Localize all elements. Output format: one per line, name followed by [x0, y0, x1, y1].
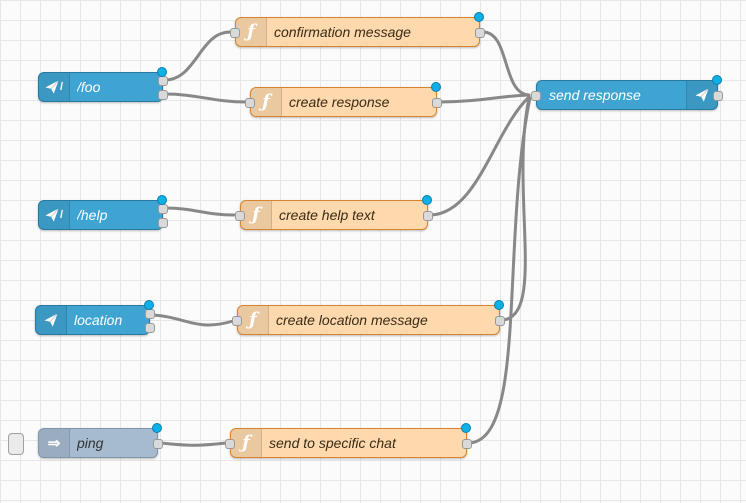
input-port[interactable] [531, 91, 541, 101]
node-label: create location message [276, 312, 428, 328]
node-label: send response [549, 87, 641, 103]
output-port[interactable] [462, 439, 472, 449]
node-label: location [74, 312, 123, 328]
output-port[interactable] [495, 316, 505, 326]
node-label: ping [77, 435, 104, 451]
output-port[interactable] [423, 211, 433, 221]
wire-send-to-specific-chat-to-send-response[interactable] [468, 96, 532, 445]
node-create-location-message[interactable]: ƒ create location message [232, 300, 505, 335]
changed-status-dot [422, 195, 432, 205]
node-label: /help [77, 207, 108, 223]
function-glyph: ƒ [249, 309, 257, 330]
node-label: /foo [77, 79, 101, 95]
node-label: create help text [279, 207, 375, 223]
changed-status-dot [157, 67, 167, 77]
changed-status-dot [152, 423, 162, 433]
changed-status-dot [461, 423, 471, 433]
command-slash-glyph: / [59, 209, 64, 221]
function-icon: ƒ [236, 18, 267, 46]
function-icon: ƒ [251, 88, 282, 116]
changed-status-dot [712, 75, 722, 85]
wire-location-to-create-location-message[interactable] [151, 313, 235, 327]
node-label: send to specific chat [269, 435, 396, 451]
output-port-2[interactable] [158, 90, 168, 100]
paper-plane-icon [36, 306, 67, 334]
wire-foo-to-confirmation-message[interactable] [163, 30, 232, 82]
wire-foo-to-create-response[interactable] [163, 92, 248, 104]
input-port[interactable] [235, 211, 245, 221]
changed-status-dot [474, 12, 484, 22]
node-label: create response [289, 94, 390, 110]
changed-status-dot [494, 300, 504, 310]
command-slash-glyph: / [59, 81, 64, 93]
output-port[interactable] [475, 28, 485, 38]
wire-ping-to-send-to-specific-chat[interactable] [159, 441, 228, 447]
input-port[interactable] [225, 439, 235, 449]
output-port-2[interactable] [158, 218, 168, 228]
function-glyph: ƒ [242, 432, 250, 453]
node-create-response[interactable]: ƒ create response [245, 82, 442, 117]
input-port[interactable] [232, 316, 242, 326]
output-port-1[interactable] [158, 204, 168, 214]
changed-status-dot [144, 300, 154, 310]
output-port-1[interactable] [145, 309, 155, 319]
arrow-glyph: ⇒ [47, 434, 61, 452]
paper-plane-icon: / [39, 201, 70, 229]
node-confirmation-message[interactable]: ƒ confirmation message [230, 12, 485, 47]
input-port[interactable] [230, 28, 240, 38]
output-port-1[interactable] [158, 76, 168, 86]
output-port[interactable] [713, 91, 723, 101]
arrow-right-icon: ⇒ [39, 429, 70, 457]
function-glyph: ƒ [247, 21, 255, 42]
paper-plane-icon [686, 81, 717, 109]
wire-confirmation-message-to-send-response[interactable] [481, 30, 531, 97]
function-icon: ƒ [241, 201, 272, 229]
changed-status-dot [431, 82, 441, 92]
function-icon: ƒ [238, 306, 269, 334]
output-port[interactable] [432, 98, 442, 108]
changed-status-dot [157, 195, 167, 205]
node-create-help-text[interactable]: ƒ create help text [235, 195, 433, 230]
inject-button[interactable] [8, 433, 24, 455]
node-label: confirmation message [274, 24, 411, 40]
node-send-response[interactable]: send response [531, 75, 723, 110]
output-port[interactable] [153, 439, 163, 449]
input-port[interactable] [245, 98, 255, 108]
node-send-to-specific-chat[interactable]: ƒ send to specific chat [225, 423, 472, 458]
function-glyph: ƒ [252, 204, 260, 225]
node-foo[interactable]: / /foo [38, 67, 168, 102]
node-help[interactable]: / /help [38, 195, 168, 230]
function-glyph: ƒ [262, 91, 270, 112]
wire-create-help-text-to-send-response[interactable] [429, 95, 531, 217]
output-port-2[interactable] [145, 323, 155, 333]
wire-create-response-to-send-response[interactable] [438, 93, 531, 104]
paper-plane-icon: / [39, 73, 70, 101]
function-icon: ƒ [231, 429, 262, 457]
node-ping[interactable]: ⇒ ping [38, 423, 163, 458]
wire-help-to-create-help-text[interactable] [163, 206, 236, 217]
node-location[interactable]: location [35, 300, 155, 335]
